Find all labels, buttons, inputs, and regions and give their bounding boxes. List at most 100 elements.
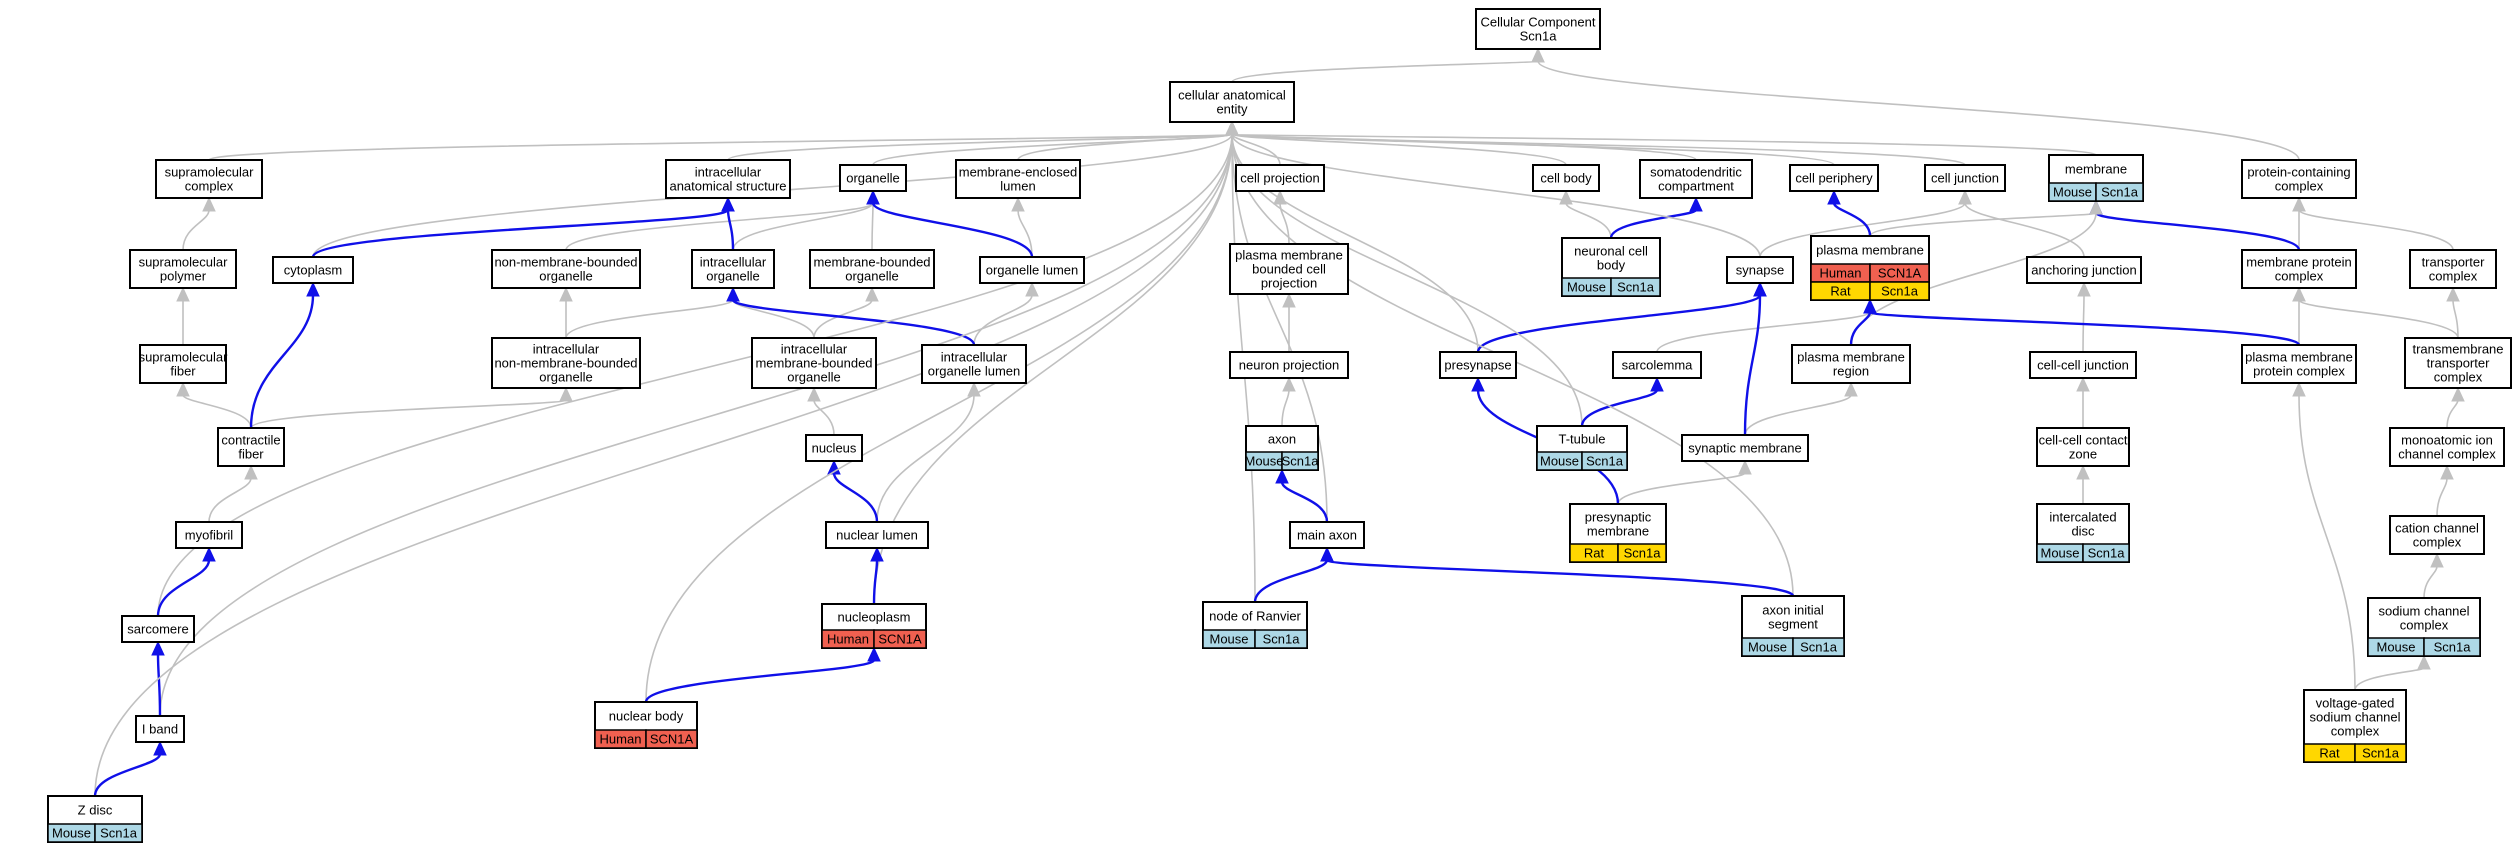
node-anchjunc[interactable]: anchoring junction	[2026, 256, 2142, 284]
arrowhead	[1738, 459, 1752, 475]
node-sarcomere[interactable]: sarcomere	[121, 615, 195, 643]
node-cellproj[interactable]: cell projection	[1235, 164, 1325, 192]
node-sarcolemma[interactable]: sarcolemma	[1612, 351, 1702, 379]
node-label: complex	[185, 179, 234, 194]
edge-line	[813, 399, 835, 436]
edge-line	[565, 202, 874, 251]
edge-axon-to-neuronproj	[1281, 376, 1296, 427]
edge-cationch-to-monoion	[2436, 464, 2454, 517]
edge-line	[1617, 472, 1746, 505]
edge-line	[1849, 311, 1872, 346]
edge-anchjunc-to-celljunc	[1958, 189, 2085, 258]
node-nucleus[interactable]: nucleus	[805, 434, 863, 462]
node-label: sodium channel	[2309, 710, 2400, 725]
edge-line	[873, 133, 1233, 605]
gene-cell	[1610, 277, 1661, 297]
edge-ccjunc-to-anchjunc	[2077, 281, 2091, 353]
node-label: sodium channel	[2378, 604, 2469, 619]
node-label: sarcolemma	[1622, 358, 1694, 373]
node-label: Cellular Component	[1481, 15, 1596, 30]
edge-icdisc-to-ccczone	[2076, 464, 2090, 504]
node-box	[2026, 256, 2142, 284]
edge-line	[208, 133, 1233, 161]
arrowhead	[2292, 381, 2306, 397]
node-organelle[interactable]: organelle	[839, 164, 907, 192]
arrowhead	[721, 196, 735, 212]
node-nuclumen[interactable]: nuclear lumen	[825, 521, 929, 549]
node-celljunc[interactable]: cell junction	[1924, 164, 2006, 192]
arrowhead	[2292, 286, 2306, 302]
arrowhead	[807, 386, 821, 402]
edge-line	[1017, 133, 1233, 161]
node-box	[979, 256, 1085, 284]
node-synmem[interactable]: synaptic membrane	[1681, 434, 1809, 462]
node-label: projection	[1261, 276, 1317, 291]
node-neuronproj[interactable]: neuron projection	[1229, 351, 1349, 379]
edge-ranvier-to-mainaxon	[1253, 546, 1334, 603]
edge-iband-to-sarcomere	[151, 640, 165, 717]
node-myofibril[interactable]: myofibril	[175, 521, 243, 549]
edge-line	[813, 299, 873, 339]
node-label: contractile	[221, 433, 280, 448]
node-label: membrane-bounded	[755, 356, 872, 371]
arrowhead	[1958, 189, 1972, 205]
node-presynapse[interactable]: presynapse	[1439, 351, 1517, 379]
arrowhead	[1531, 47, 1545, 63]
node-label: myofibril	[185, 528, 234, 543]
node-ccjunc[interactable]: cell-cell junction	[2029, 351, 2137, 379]
node-iband[interactable]: I band	[135, 715, 185, 743]
node-cellbody[interactable]: cell body	[1532, 164, 1600, 192]
node-cytoplasm[interactable]: cytoplasm	[272, 256, 354, 284]
node-label: bounded cell	[1252, 262, 1326, 277]
edge-icorglumen-to-orglumen	[973, 281, 1039, 346]
node-cellperiph[interactable]: cell periphery	[1789, 164, 1879, 192]
node-orglumen[interactable]: organelle lumen	[979, 256, 1085, 284]
node-icnmbo[interactable]: intracellularnon-membrane-boundedorganel…	[491, 337, 641, 389]
species-label: Mouse	[1209, 632, 1248, 647]
node-box	[1229, 351, 1349, 379]
node-mainaxon[interactable]: main axon	[1289, 521, 1365, 549]
node-synapse[interactable]: synapse	[1726, 256, 1794, 284]
gene-cell	[1254, 629, 1308, 649]
node-label: membrane	[1587, 524, 1649, 539]
